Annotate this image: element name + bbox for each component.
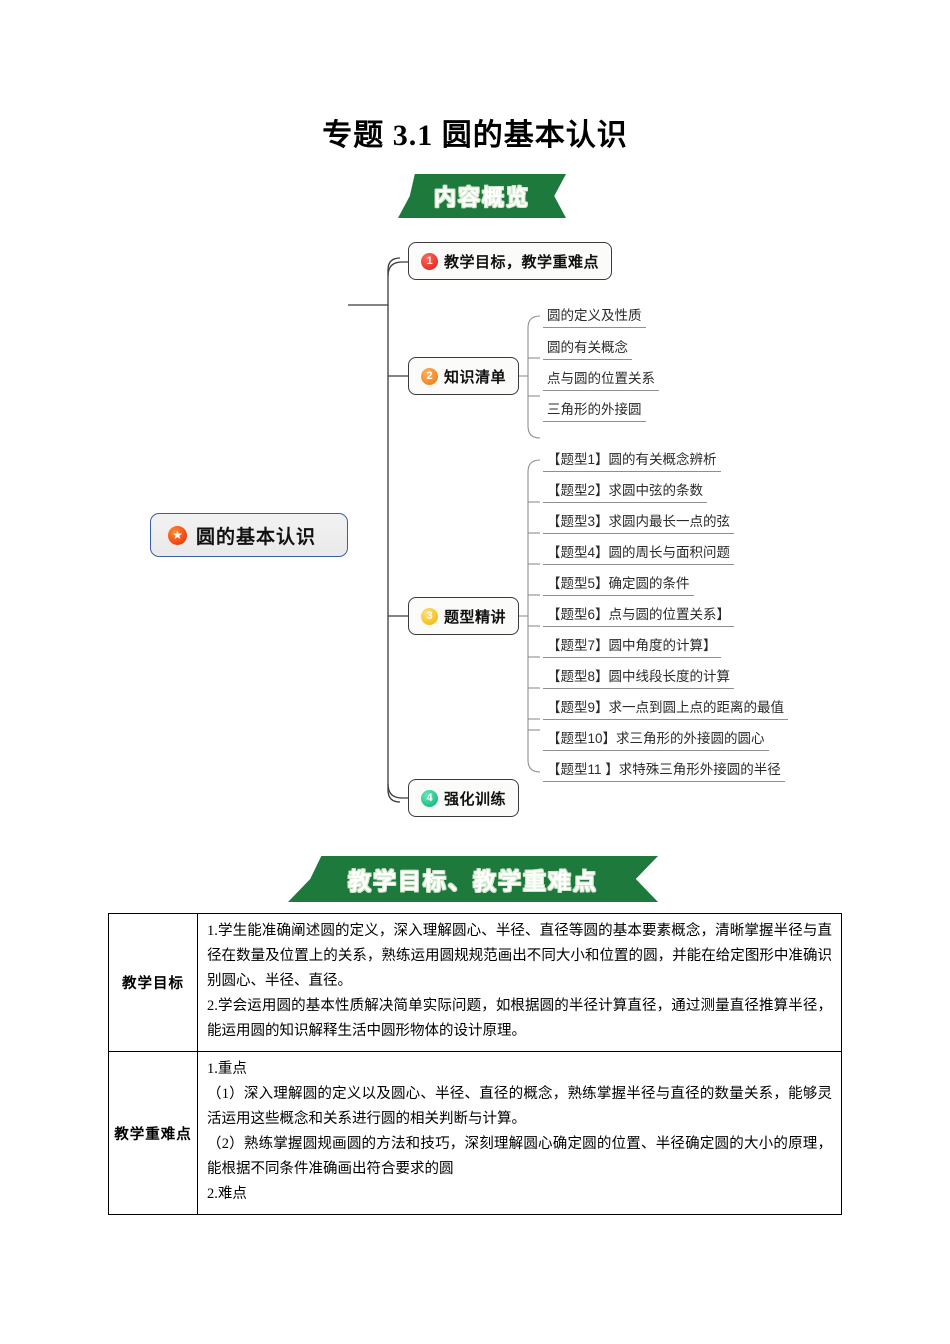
mindmap-leaf[interactable]: 【题型10】求三角形的外接圆的圆心 — [543, 731, 769, 751]
branch-number-badge-3: 3 — [421, 607, 438, 625]
mindmap-branch-3[interactable]: 3 题型精讲 — [408, 597, 520, 635]
mindmap-leaf[interactable]: 【题型11 】求特殊三角形外接圆的半径 — [543, 762, 785, 782]
section-banner-overview: 内容概览 — [398, 174, 566, 218]
mindmap-leaf[interactable]: 三角形的外接圆 — [543, 402, 646, 422]
mindmap-branch-1[interactable]: 1 教学目标，教学重难点 — [408, 242, 613, 280]
table-paragraph: 1.重点 — [207, 1061, 247, 1077]
table-row: 教学重难点 1.重点 （1）深入理解圆的定义以及圆心、半径、直径的概念，熟练掌握… — [108, 1051, 842, 1215]
branch-number-badge-1: 1 — [421, 252, 438, 270]
table-row-header: 教学目标 — [108, 913, 198, 1052]
table-paragraph: 2.学会运用圆的基本性质解决简单实际问题，如根据圆的半径计算直径，通过测量直径推… — [207, 998, 832, 1039]
mindmap-leaf[interactable]: 圆的有关概念 — [543, 340, 632, 360]
mindmap-branch-2[interactable]: 2 知识清单 — [408, 357, 520, 395]
table-row: 教学目标 1.学生能准确阐述圆的定义，深入理解圆心、半径、直径等圆的基本要素概念… — [108, 913, 842, 1052]
mindmap-root-node[interactable]: ★ 圆的基本认识 — [150, 513, 348, 557]
mindmap-diagram: ★ 圆的基本认识 1 教学目标，教学重难点 2 知识清单 3 题型精讲 4 强化… — [0, 230, 950, 850]
page-title: 专题 3.1 圆的基本认识 — [322, 119, 628, 152]
branch-number-badge-2: 2 — [421, 367, 438, 385]
mindmap-leaf[interactable]: 【题型3】求圆内最长一点的弦 — [543, 514, 735, 534]
objectives-table: 教学目标 1.学生能准确阐述圆的定义，深入理解圆心、半径、直径等圆的基本要素概念… — [108, 913, 842, 1215]
mindmap-branch-4-label: 强化训练 — [444, 790, 507, 808]
table-row-content: 1.学生能准确阐述圆的定义，深入理解圆心、半径、直径等圆的基本要素概念，清晰掌握… — [197, 913, 842, 1052]
mindmap-leaf[interactable]: 【题型1】圆的有关概念辨析 — [543, 452, 721, 472]
mindmap-root-label: 圆的基本认识 — [196, 526, 317, 548]
table-paragraph: 1.学生能准确阐述圆的定义，深入理解圆心、半径、直径等圆的基本要素概念，清晰掌握… — [207, 923, 832, 989]
mindmap-leaf[interactable]: 圆的定义及性质 — [543, 308, 646, 328]
section-banner-objectives: 教学目标、教学重难点 — [288, 856, 658, 902]
mindmap-leaf[interactable]: 【题型7】圆中角度的计算】 — [543, 638, 721, 658]
mindmap-branch-2-label: 知识清单 — [444, 368, 507, 386]
branch-number-badge-4: 4 — [421, 789, 438, 807]
table-paragraph: 2.难点 — [207, 1186, 247, 1202]
mindmap-leaf[interactable]: 【题型2】求圆中弦的条数 — [543, 483, 708, 503]
table-paragraph: （2）熟练掌握圆规画圆的方法和技巧，深刻理解圆心确定圆的位置、半径确定圆的大小的… — [207, 1136, 832, 1177]
red-star-icon: ★ — [168, 525, 187, 545]
table-row-header: 教学重难点 — [108, 1051, 198, 1215]
mindmap-leaf[interactable]: 【题型4】圆的周长与面积问题 — [543, 545, 735, 565]
table-row-content: 1.重点 （1）深入理解圆的定义以及圆心、半径、直径的概念，熟练掌握半径与直径的… — [197, 1051, 842, 1215]
mindmap-branch-3-label: 题型精讲 — [444, 608, 507, 626]
mindmap-leaf[interactable]: 【题型6】点与圆的位置关系】 — [543, 607, 735, 627]
mindmap-leaf[interactable]: 【题型8】圆中线段长度的计算 — [543, 669, 735, 689]
mindmap-connectors — [348, 257, 541, 803]
mindmap-branch-1-label: 教学目标，教学重难点 — [444, 253, 600, 271]
mindmap-branch-4[interactable]: 4 强化训练 — [408, 779, 520, 817]
table-paragraph: （1）深入理解圆的定义以及圆心、半径、直径的概念，熟练掌握半径与直径的数量关系，… — [207, 1086, 832, 1127]
mindmap-leaf[interactable]: 【题型5】确定圆的条件 — [543, 576, 694, 596]
mindmap-leaf[interactable]: 点与圆的位置关系 — [543, 371, 659, 391]
mindmap-leaf[interactable]: 【题型9】求一点到圆上点的距离的最值 — [543, 700, 789, 720]
